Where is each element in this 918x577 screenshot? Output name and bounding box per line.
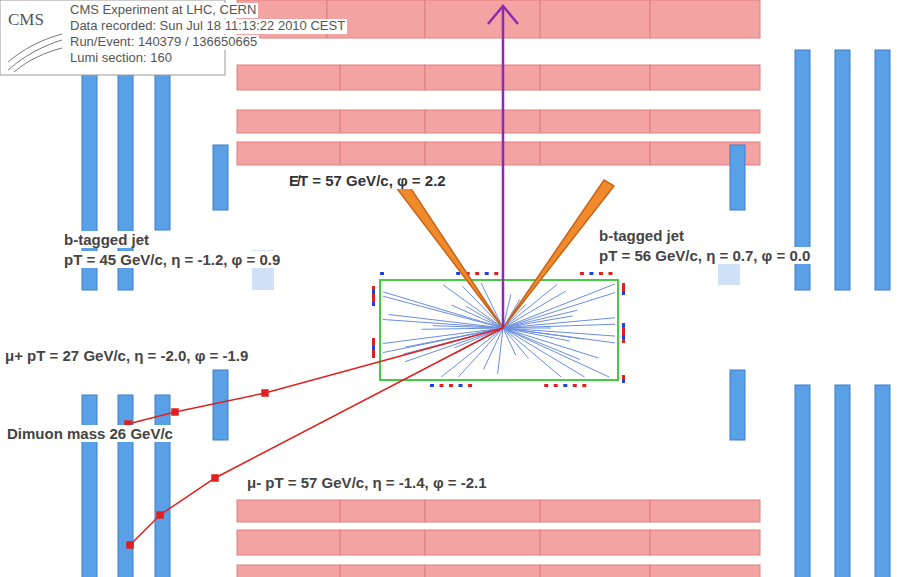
hit	[372, 342, 375, 346]
track	[503, 293, 615, 328]
track	[466, 306, 503, 328]
hit	[372, 286, 375, 290]
track	[433, 326, 503, 328]
hit	[599, 272, 603, 275]
hit	[459, 384, 463, 387]
dimuon-label: Dimuon mass 26 GeV/c	[5, 425, 175, 442]
cms-logo	[8, 34, 62, 72]
hit	[544, 384, 548, 387]
hit	[573, 384, 577, 387]
jet-kinematics: pT = 45 GeV/c, η = -1.2, φ = 0.9	[62, 251, 282, 268]
hit	[622, 287, 625, 291]
hit	[380, 272, 384, 275]
info-text: Run/Event: 140379 / 136650665	[68, 35, 259, 50]
hit	[372, 294, 375, 298]
hit	[440, 384, 444, 387]
muon-label: μ- pT = 57 GeV/c, η = -1.4, φ = -2.1	[245, 474, 489, 491]
hit	[622, 375, 625, 379]
info-text: Data recorded: Sun Jul 18 11:13:22 2010 …	[68, 19, 347, 34]
hit	[622, 379, 625, 383]
hit	[608, 272, 612, 275]
hit	[372, 354, 375, 358]
track	[503, 291, 566, 328]
track	[383, 328, 503, 353]
track	[484, 328, 503, 369]
hit	[372, 302, 375, 306]
hit	[372, 346, 375, 350]
hit	[456, 272, 460, 275]
info-text: Lumi section: 160	[68, 51, 174, 66]
track	[503, 328, 599, 358]
hit	[449, 384, 453, 387]
hit	[622, 283, 625, 287]
track	[383, 292, 503, 328]
hit	[485, 272, 489, 275]
hit	[563, 384, 567, 387]
hit	[622, 323, 625, 327]
track	[503, 328, 561, 377]
hit	[622, 291, 625, 295]
hit	[622, 339, 625, 343]
calorimeter-blocks	[237, 0, 760, 577]
hit	[372, 290, 375, 294]
track	[389, 314, 503, 328]
track	[498, 328, 503, 374]
hit	[372, 338, 375, 342]
hit	[622, 331, 625, 335]
hit	[554, 384, 558, 387]
muon-label: μ+ pT = 27 GeV/c, η = -2.0, φ = -1.9	[3, 347, 250, 364]
hit	[622, 327, 625, 331]
hit	[468, 384, 472, 387]
track	[503, 324, 615, 328]
cms-logo-text: CMS	[6, 10, 46, 30]
info-text: CMS Experiment at LHC, CERN	[68, 3, 258, 18]
track	[503, 328, 570, 341]
jet-label: b-tagged jet	[597, 227, 686, 244]
track	[441, 328, 503, 377]
hit	[494, 272, 498, 275]
muon-chambers	[82, 50, 890, 577]
hit	[372, 350, 375, 354]
hit	[580, 272, 584, 275]
track	[503, 328, 585, 377]
met-label: E̸T = 57 GeV/c, φ = 2.2	[287, 172, 448, 189]
hit	[372, 298, 375, 302]
hit	[589, 272, 593, 275]
track	[405, 328, 503, 347]
hit	[475, 272, 479, 275]
jet-label: b-tagged jet	[62, 231, 151, 248]
hit	[430, 384, 434, 387]
hit	[582, 384, 586, 387]
track	[503, 328, 615, 343]
hit	[622, 335, 625, 339]
met-arrow	[488, 6, 518, 328]
jet-kinematics: pT = 56 GeV/c, η = 0.7, φ = 0.0	[597, 247, 812, 264]
